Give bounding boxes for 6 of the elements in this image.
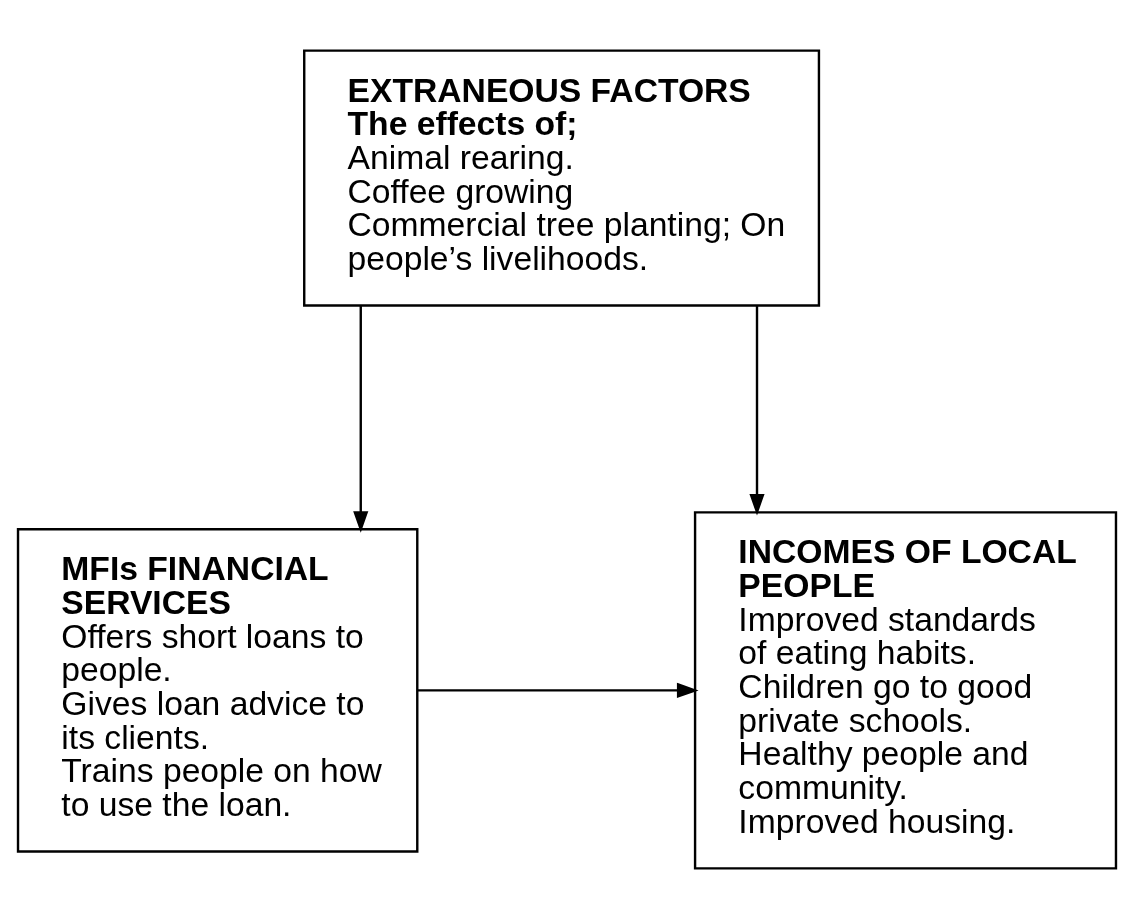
node-box: INCOMES OF LOCAL PEOPLE Improved standards of eating habits. Children go to good private schools. Healthy people and community. Improved housing.: [693, 510, 1118, 870]
arrow: [417, 682, 699, 698]
arrow: [353, 305, 369, 533]
node-box: EXTRANEOUS FACTORS The effects of; Animal rearing. Coffee growing Commercial tree planting; On people’s livelihoods.: [303, 48, 821, 307]
node-box: MFIs FINANCIAL SERVICES Offers short loans to people. Gives loan advice to its clients. Trains people on how to use the loan.: [16, 527, 419, 853]
arrow: [749, 305, 765, 516]
